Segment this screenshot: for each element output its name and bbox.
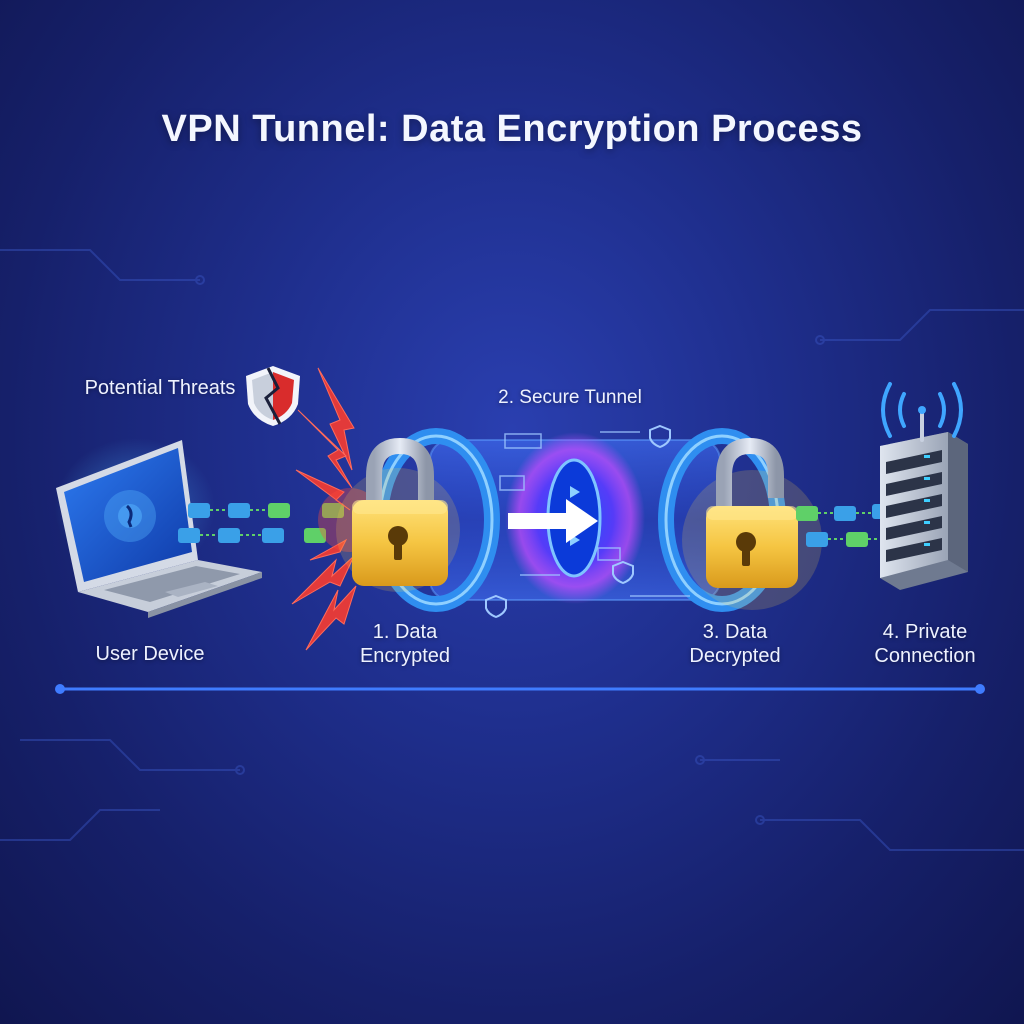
private-connection-line1: 4. Private: [882, 621, 968, 643]
padlock-open-icon: [682, 437, 822, 610]
data-encrypted-line2: Encrypted: [359, 645, 451, 667]
shield-broken-icon: [246, 366, 300, 426]
server-rack-icon: [880, 432, 968, 590]
private-connection-line2: Connection: [874, 645, 976, 667]
timeline: [55, 684, 985, 694]
data-decrypted-label: 3. Data Decrypted: [670, 620, 800, 668]
packets-left: [178, 503, 344, 543]
data-decrypted-line1: 3. Data: [702, 621, 768, 643]
circuit-traces: [0, 249, 1024, 851]
wifi-signal-icon: [881, 382, 963, 442]
data-decrypted-line2: Decrypted: [689, 645, 781, 667]
laptop-icon: [55, 438, 262, 618]
packets-right: [796, 504, 910, 547]
padlock-closed-icon: [336, 437, 460, 592]
data-encrypted-line1: 1. Data: [372, 621, 438, 643]
data-encrypted-label: 1. Data Encrypted: [345, 620, 465, 668]
private-connection-label: 4. Private Connection: [850, 620, 1000, 668]
secure-tunnel-label: 2. Secure Tunnel: [498, 387, 642, 408]
page-title: VPN Tunnel: Data Encryption Process: [161, 108, 863, 150]
user-device-label: User Device: [95, 643, 205, 665]
arrow-right-icon: [508, 499, 598, 543]
threats-label: Potential Threats: [84, 377, 236, 399]
